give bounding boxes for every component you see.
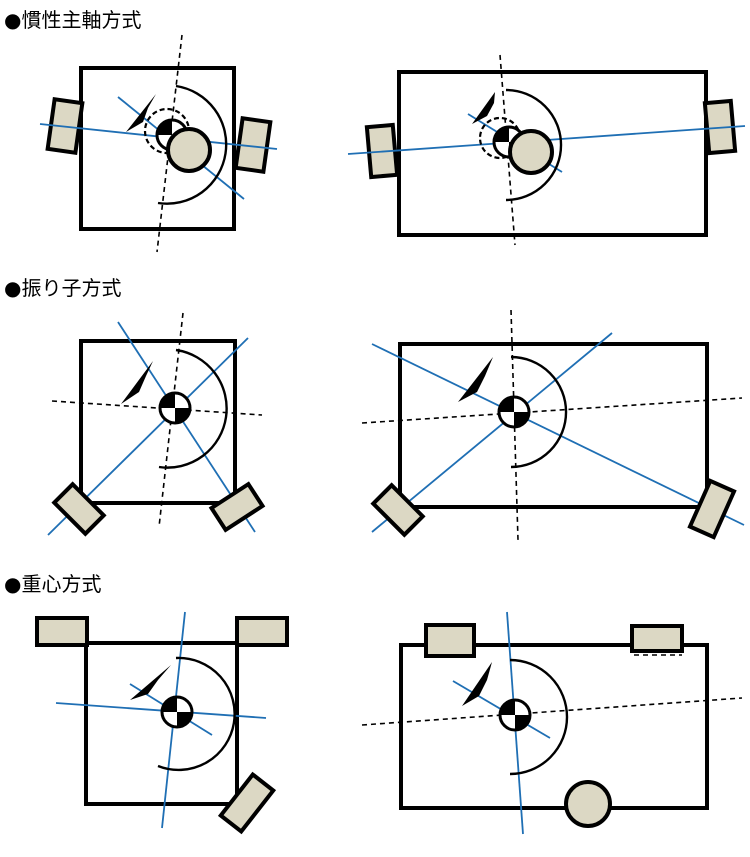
wheel [51, 481, 107, 537]
rotation-arrow [462, 662, 492, 706]
rotation-arc [509, 658, 569, 776]
cog-square-diagram [35, 611, 289, 835]
wheel [424, 623, 476, 658]
wheel [687, 478, 737, 540]
inertia-rect-diagram [347, 54, 746, 246]
rotation-arrow [472, 92, 495, 124]
pendulum-rect-diagram [361, 309, 745, 541]
dashed-axis [499, 54, 516, 246]
dashed-axis [361, 397, 743, 424]
robot-body [399, 643, 709, 810]
rotation-arrow [130, 665, 171, 700]
wheel-axis [371, 332, 613, 533]
weight [508, 129, 554, 175]
wheel-axis [371, 343, 745, 526]
dashed-axis [51, 400, 263, 416]
center-of-gravity-marker [160, 695, 194, 729]
rotation-arc [510, 355, 568, 469]
rotation-arrow [458, 357, 493, 402]
section-heading-pendulum: ●振り子方式 [4, 276, 122, 300]
center-of-gravity-marker [158, 391, 192, 425]
rotation-arc [157, 84, 228, 205]
rotation-arc [505, 88, 563, 202]
dashed-axis [510, 309, 519, 541]
rotation-arc [158, 348, 228, 469]
wheel [235, 616, 289, 647]
wheel [370, 482, 426, 538]
rotation-arrow [121, 361, 153, 404]
wheel [217, 771, 277, 835]
center-of-gravity-marker [498, 698, 532, 732]
cog-rect-diagram [361, 611, 743, 835]
robot-body [398, 342, 709, 509]
rotation-arc [157, 656, 236, 772]
inertia-square-diagram [39, 34, 278, 253]
weight [564, 780, 612, 828]
section-heading-center-of-gravity: ●重心方式 [4, 572, 102, 596]
wheel [208, 481, 266, 533]
robot-body [397, 70, 708, 237]
weight [166, 127, 212, 173]
rotation-arrow [126, 94, 156, 132]
robot-body [79, 339, 237, 505]
wheel [233, 116, 273, 174]
center-of-gravity-marker [497, 395, 531, 429]
robot-body [79, 66, 236, 231]
section-heading-inertia: ●慣性主軸方式 [4, 8, 142, 32]
robot-body [84, 641, 239, 806]
pendulum-square-diagram [47, 312, 266, 537]
dashed-axis [361, 697, 743, 726]
wheel [35, 616, 89, 647]
wheel [630, 624, 684, 653]
